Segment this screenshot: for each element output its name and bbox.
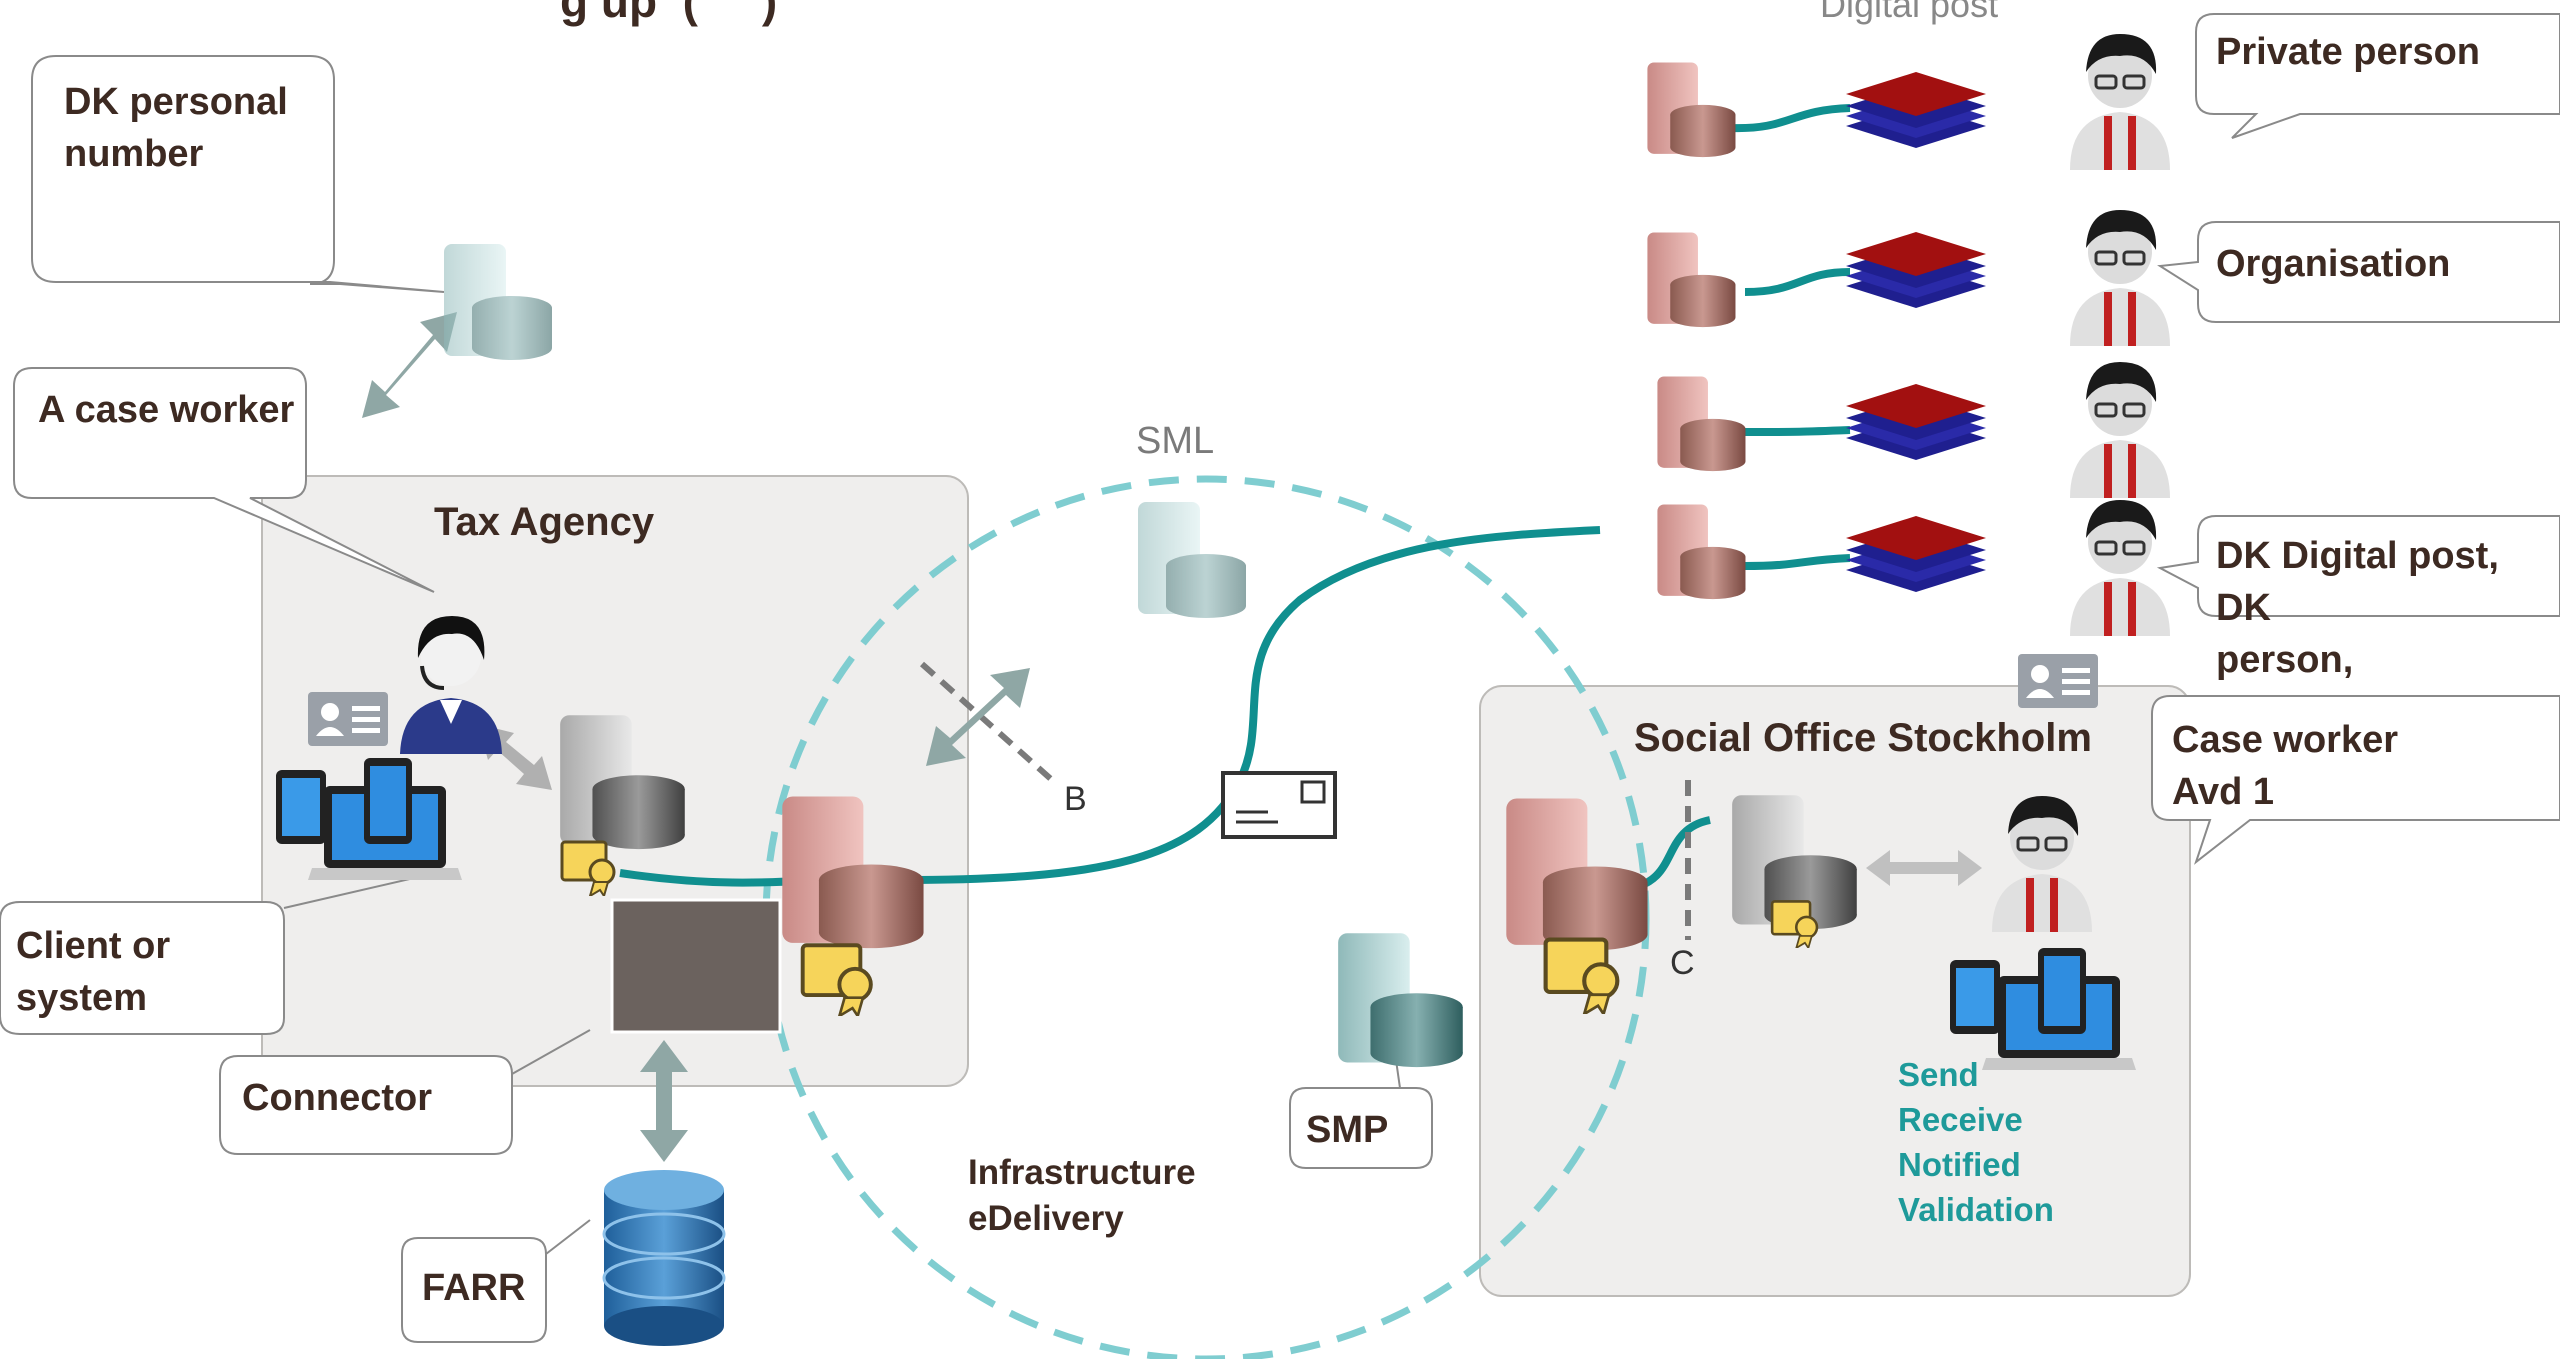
edelivery-line — [899, 526, 1601, 884]
action-list: Send Receive Notified Validation — [1898, 1052, 2054, 1232]
farr-callout: FARR — [422, 1267, 526, 1309]
digital-post-label: Digital post — [1820, 0, 1999, 25]
action-validation: Validation — [1898, 1191, 2054, 1228]
sml-label: SML — [1136, 420, 1215, 462]
connector-box — [610, 898, 782, 1034]
dk-personal-number-callout: DK personal number — [64, 81, 288, 175]
arrow-social-office — [1866, 850, 1982, 886]
dk-digital-post-callout: DK Digital post, DK person, — [2216, 535, 2499, 681]
server-icon — [1647, 62, 1736, 158]
action-send: Send — [1898, 1056, 1979, 1093]
certificate-icon — [800, 943, 873, 1016]
smp-callout: SMP — [1306, 1109, 1389, 1151]
server-icon — [1647, 232, 1736, 328]
server-icon — [782, 796, 924, 949]
envelope-icon — [1221, 771, 1337, 839]
certificate-icon — [560, 840, 616, 896]
arrow-b — [926, 668, 1030, 766]
partial-title: g up ( ) — [560, 0, 778, 27]
person-icon — [2070, 500, 2170, 636]
person-icon — [400, 616, 502, 754]
point-c-label: C — [1670, 944, 1695, 982]
action-receive: Receive — [1898, 1101, 2023, 1138]
person-icon — [1992, 796, 2092, 932]
server-icon — [444, 244, 552, 360]
id-card-icon — [2018, 654, 2098, 708]
case-worker-callout: A case worker — [38, 389, 295, 431]
mailbox-stack-icon — [1846, 516, 1986, 592]
social-office-title: Social Office Stockholm — [1634, 716, 2092, 760]
mailbox-stack-icon — [1846, 72, 1986, 148]
person-icon — [2070, 362, 2170, 498]
client-or-system-callout: Client or system — [16, 925, 171, 1019]
infrastructure-label: Infrastructure eDelivery — [968, 1153, 1196, 1238]
case-worker-avd-callout: Case worker Avd 1 — [2172, 719, 2399, 813]
organisation-callout: Organisation — [2216, 243, 2451, 285]
server-icon — [1338, 933, 1463, 1068]
person-icon — [2070, 34, 2170, 170]
server-icon — [1657, 376, 1746, 472]
database-icon — [602, 1170, 726, 1346]
devices-icon — [276, 758, 462, 880]
private-person-callout: Private person — [2216, 31, 2480, 73]
server-icon — [1657, 504, 1746, 600]
person-icon — [2070, 210, 2170, 346]
connector-callout: Connector — [242, 1077, 432, 1119]
id-card-icon — [308, 692, 388, 746]
server-icon — [560, 715, 685, 850]
tax-agency-title: Tax Agency — [434, 500, 655, 544]
callout-shapes — [0, 13, 2560, 1343]
server-icon — [1138, 502, 1246, 618]
devices-icon — [1950, 948, 2136, 1070]
point-b-label: B — [1064, 780, 1087, 818]
server-icon — [1506, 798, 1648, 951]
arrow-dk-personal — [362, 312, 457, 418]
mailbox-stack-icon — [1846, 384, 1986, 460]
mailbox-stack-icon — [1846, 232, 1986, 308]
certificate-icon — [1770, 900, 1819, 948]
action-notified: Notified — [1898, 1146, 2021, 1183]
certificate-icon — [1543, 937, 1620, 1014]
arrow-farr — [640, 1040, 688, 1162]
